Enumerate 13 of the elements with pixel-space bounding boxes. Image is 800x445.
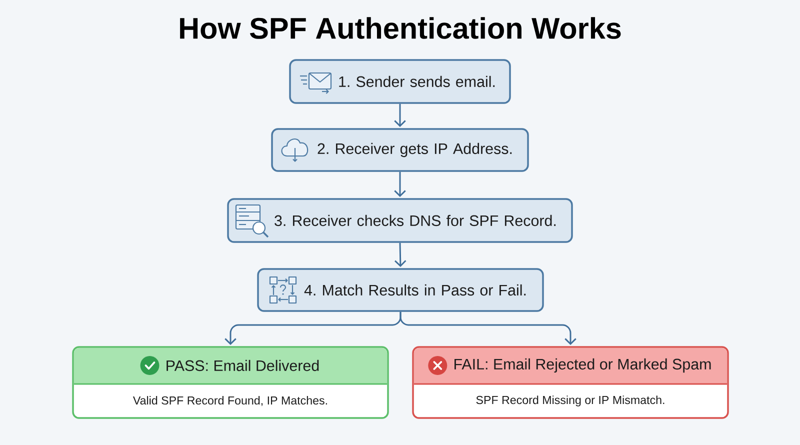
arrow xyxy=(394,242,406,268)
title: How SPF Authentication Works xyxy=(180,17,621,39)
arrow xyxy=(400,312,576,346)
card-header: FAIL: Email Rejected or Marked Spam xyxy=(414,348,727,385)
arrow xyxy=(394,104,406,128)
process-box: 4. Match Results in Pass or Fail. xyxy=(257,268,544,312)
card-text: SPF Record Missing or IP Mismatch. xyxy=(476,396,664,406)
card-text: Valid SPF Record Found, IP Matches. xyxy=(132,396,327,406)
arrow xyxy=(394,172,406,198)
process-box: 1. Sender sends email. xyxy=(289,59,511,104)
process-box: 3. Receiver checks DNS for SPF Record. xyxy=(227,198,573,243)
card-header: PASS: Email Delivered xyxy=(74,348,387,385)
process-box: 2. Receiver gets IP Address. xyxy=(271,128,529,172)
